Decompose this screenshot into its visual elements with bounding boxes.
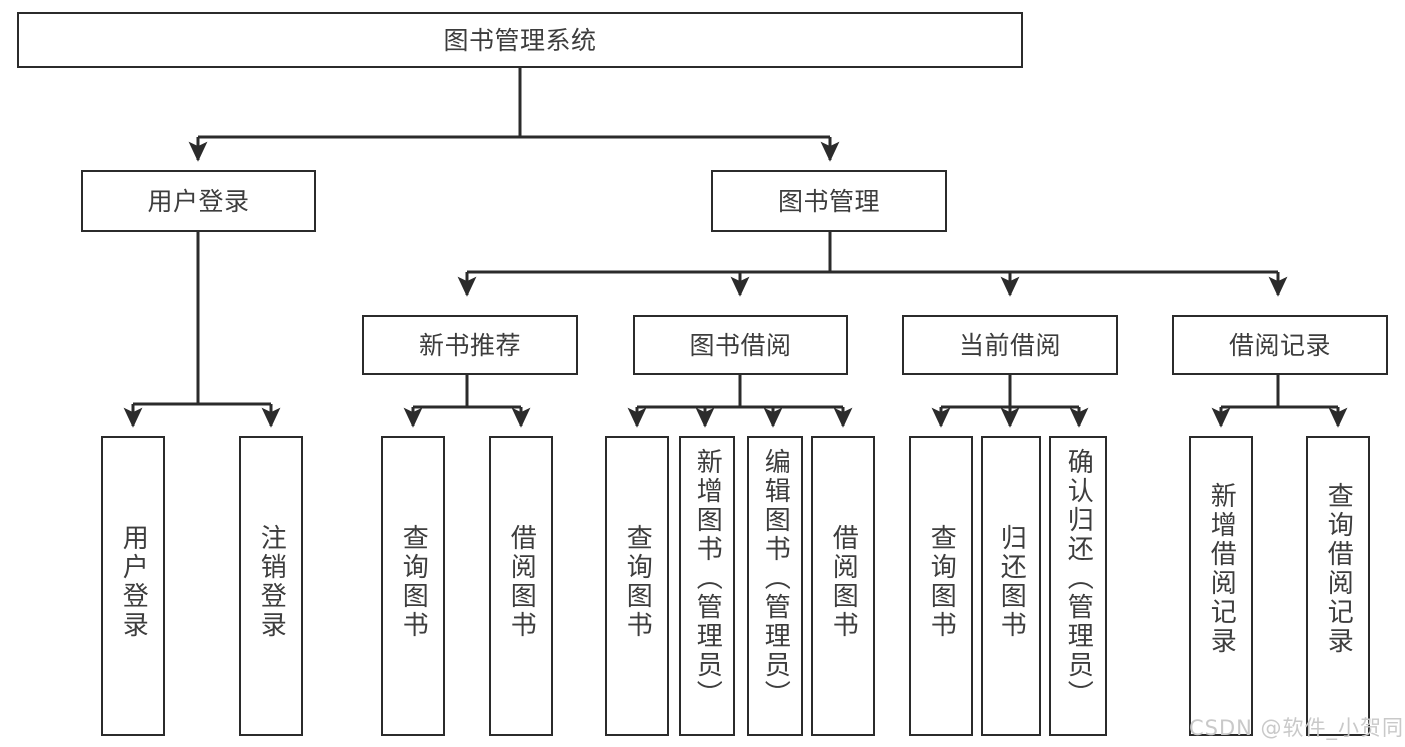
- node-leaf-edit-book-label: 编辑图书（管理员）: [760, 448, 791, 709]
- node-leaf-query-book-2[interactable]: 查询图书: [605, 436, 669, 736]
- node-leaf-logout-login[interactable]: 注销登录: [239, 436, 303, 736]
- node-leaf-borrow-book-2-label: 借阅图书: [828, 524, 859, 640]
- node-book-manage-label: 图书管理: [777, 186, 880, 216]
- node-current-borrow[interactable]: 当前借阅: [902, 315, 1118, 375]
- node-new-book-recommend[interactable]: 新书推荐: [362, 315, 578, 375]
- node-leaf-borrow-book-2[interactable]: 借阅图书: [811, 436, 875, 736]
- node-leaf-user-login-label: 用户登录: [118, 524, 149, 640]
- node-borrow-record[interactable]: 借阅记录: [1172, 315, 1388, 375]
- node-book-manage[interactable]: 图书管理: [711, 170, 947, 232]
- node-root-label: 图书管理系统: [443, 25, 597, 55]
- node-leaf-query-record-label: 查询借阅记录: [1323, 482, 1354, 656]
- node-leaf-add-record-label: 新增借阅记录: [1206, 482, 1237, 656]
- node-leaf-edit-book[interactable]: 编辑图书（管理员）: [747, 436, 803, 736]
- node-leaf-query-book-3[interactable]: 查询图书: [909, 436, 973, 736]
- node-root[interactable]: 图书管理系统: [17, 12, 1023, 68]
- node-leaf-add-book[interactable]: 新增图书（管理员）: [679, 436, 735, 736]
- node-leaf-add-book-label: 新增图书（管理员）: [692, 448, 723, 709]
- node-new-book-recommend-label: 新书推荐: [418, 330, 521, 360]
- node-leaf-query-book-1[interactable]: 查询图书: [381, 436, 445, 736]
- node-leaf-logout-login-label: 注销登录: [256, 524, 287, 640]
- node-leaf-borrow-book-1-label: 借阅图书: [506, 524, 537, 640]
- node-leaf-query-book-2-label: 查询图书: [622, 524, 653, 640]
- node-book-borrow[interactable]: 图书借阅: [633, 315, 848, 375]
- node-user-login-label: 用户登录: [147, 186, 250, 216]
- node-leaf-add-record[interactable]: 新增借阅记录: [1189, 436, 1253, 736]
- node-leaf-query-book-1-label: 查询图书: [398, 524, 429, 640]
- node-book-borrow-label: 图书借阅: [689, 330, 792, 360]
- node-leaf-query-book-3-label: 查询图书: [926, 524, 957, 640]
- node-leaf-return-book-label: 归还图书: [996, 524, 1027, 640]
- node-user-login[interactable]: 用户登录: [81, 170, 316, 232]
- node-leaf-return-book[interactable]: 归还图书: [981, 436, 1041, 736]
- node-current-borrow-label: 当前借阅: [958, 330, 1061, 360]
- node-leaf-confirm-return[interactable]: 确认归还（管理员）: [1049, 436, 1107, 736]
- node-leaf-query-record[interactable]: 查询借阅记录: [1306, 436, 1370, 736]
- node-leaf-confirm-return-label: 确认归还（管理员）: [1063, 448, 1094, 709]
- node-leaf-borrow-book-1[interactable]: 借阅图书: [489, 436, 553, 736]
- node-borrow-record-label: 借阅记录: [1228, 330, 1331, 360]
- csdn-watermark: CSDN @软件_小贺同学: [1189, 716, 1405, 740]
- node-leaf-user-login[interactable]: 用户登录: [101, 436, 165, 736]
